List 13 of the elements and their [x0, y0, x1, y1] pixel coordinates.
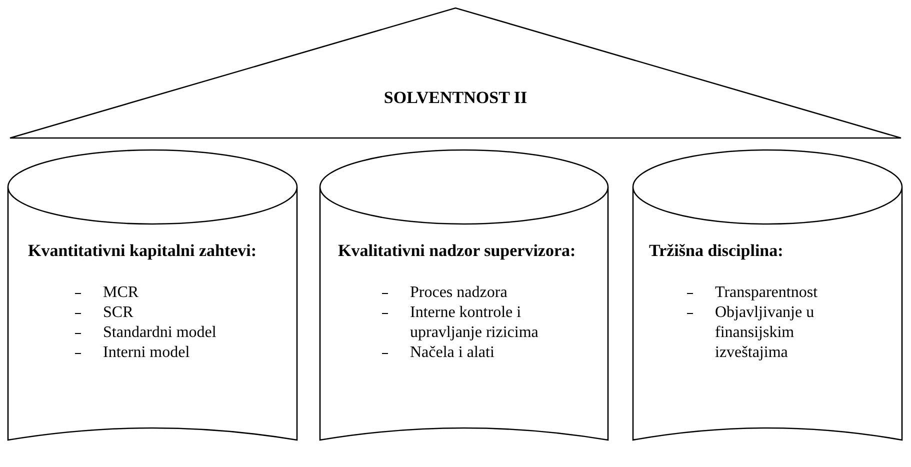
list-item-text: Transparentnost [715, 284, 818, 301]
list-item-text: Standardni model [103, 324, 216, 341]
pillar-heading: Kvantitativni kapitalni zahtevi: [28, 240, 258, 261]
pillar-heading: Kvalitativni nadzor supervizora: [338, 240, 577, 261]
list-item-text: Objavljivanje u finansijskim izveštajima [715, 304, 814, 361]
roof-title: SOLVENTNOST II [382, 88, 528, 108]
list-item-text: SCR [103, 304, 134, 321]
list-item-text: Načela i alati [410, 344, 494, 361]
list-item-text: Interne kontrole i upravljanje rizicima [410, 304, 538, 341]
list-item-text: MCR [103, 284, 139, 301]
pillar-heading: Tržišna disciplina: [649, 240, 784, 261]
list-item-text: Interni model [103, 344, 190, 361]
list-item-text: Proces nadzora [410, 284, 508, 301]
